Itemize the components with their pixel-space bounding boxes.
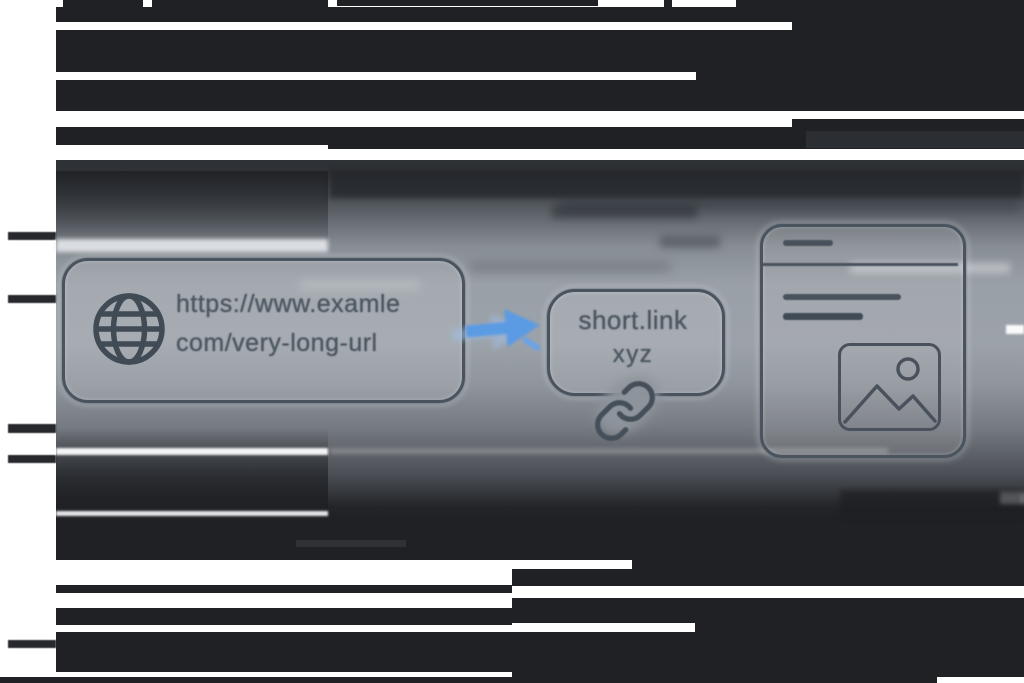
redacted-bar bbox=[696, 72, 1024, 80]
blur-smudge bbox=[300, 280, 420, 290]
margin-dash bbox=[8, 232, 56, 240]
redacted-bar bbox=[152, 0, 328, 7]
margin-dash bbox=[8, 640, 56, 648]
preview-text-line-2 bbox=[783, 313, 863, 320]
redacted-bar bbox=[792, 119, 1024, 127]
blur-smudge bbox=[840, 490, 1024, 517]
redacted-bar bbox=[63, 0, 143, 7]
preview-header-divider bbox=[762, 263, 958, 266]
redacted-bar bbox=[695, 623, 1024, 632]
preview-text-line-1 bbox=[783, 294, 901, 300]
blur-smudge bbox=[470, 262, 670, 272]
preview-header-line bbox=[783, 240, 833, 246]
image-placeholder-art bbox=[843, 357, 937, 424]
redacted-bar bbox=[56, 585, 512, 593]
redacted-bar bbox=[56, 7, 1024, 22]
blur-smudge bbox=[552, 205, 697, 218]
blur-smudge bbox=[56, 448, 328, 455]
redacted-bar bbox=[792, 22, 1024, 31]
margin-dash bbox=[8, 455, 56, 463]
long-url-text: https://www.examle com/very-long-url bbox=[176, 285, 448, 363]
blur-smudge bbox=[850, 263, 1010, 273]
redacted-bar bbox=[512, 569, 1024, 586]
blur-smudge bbox=[56, 511, 328, 516]
redacted-bar bbox=[0, 677, 937, 683]
url-line-1: https://www.examle bbox=[176, 290, 401, 318]
short-link-domain: short.link bbox=[578, 305, 688, 335]
redacted-bar bbox=[56, 30, 1024, 72]
redacted-bar bbox=[56, 80, 1024, 111]
redacted-bar bbox=[512, 632, 1024, 677]
redacted-bar bbox=[56, 160, 1024, 171]
redacted-bar bbox=[296, 540, 406, 547]
globe-icon bbox=[93, 293, 165, 365]
image-placeholder-icon bbox=[838, 343, 941, 431]
blur-shadow-bottom-left bbox=[56, 428, 328, 517]
redacted-bar bbox=[806, 131, 1024, 148]
redacted-bar bbox=[56, 608, 512, 625]
blur-smudge bbox=[330, 170, 1024, 198]
blur-smudge bbox=[56, 239, 328, 252]
redacted-bar bbox=[56, 517, 1024, 560]
redacted-bar bbox=[736, 0, 1024, 7]
chain-link-icon bbox=[595, 381, 655, 441]
blur-smudge bbox=[660, 236, 720, 248]
url-line-2: com/very-long-url bbox=[176, 329, 378, 357]
margin-dash bbox=[8, 295, 56, 303]
arrow-right-icon bbox=[465, 309, 541, 351]
blur-smudge bbox=[1006, 325, 1024, 334]
redacted-bar bbox=[56, 632, 512, 672]
margin-dash bbox=[8, 424, 56, 433]
blur-smudge bbox=[330, 448, 888, 454]
redacted-bar bbox=[512, 598, 1024, 623]
redacted-bar bbox=[337, 0, 598, 6]
redacted-bar bbox=[632, 560, 1024, 569]
redacted-bar bbox=[56, 127, 328, 145]
blur-smudge bbox=[560, 198, 1020, 212]
blur-shadow-top-left bbox=[56, 170, 328, 248]
short-link-slug: xyz bbox=[612, 341, 654, 368]
